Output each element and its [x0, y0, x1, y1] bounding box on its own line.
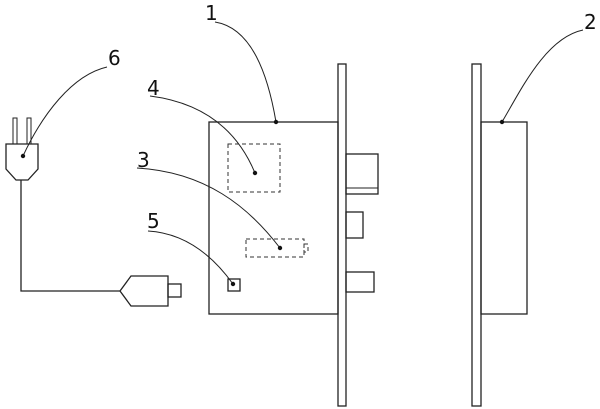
module-4-dashed-box — [227, 143, 281, 193]
socket-5 — [227, 278, 241, 292]
latch-bolt — [345, 211, 364, 239]
label-5: 5 — [147, 209, 160, 233]
leader-lines — [22, 21, 584, 285]
battery-3-dashed — [245, 238, 309, 258]
auxiliary-bolt — [345, 271, 375, 293]
label-6: 6 — [108, 46, 121, 70]
power-plug-6 — [5, 117, 39, 181]
cable-connector — [119, 275, 182, 307]
label-2: 2 — [584, 10, 597, 34]
main-bolt — [345, 153, 379, 195]
label-1: 1 — [205, 1, 218, 25]
label-4: 4 — [147, 76, 160, 100]
lock-faceplate — [337, 63, 347, 407]
leader-dots — [20, 119, 505, 287]
label-3: 3 — [137, 148, 150, 172]
power-cable — [20, 180, 120, 292]
strike-plate — [471, 63, 528, 407]
